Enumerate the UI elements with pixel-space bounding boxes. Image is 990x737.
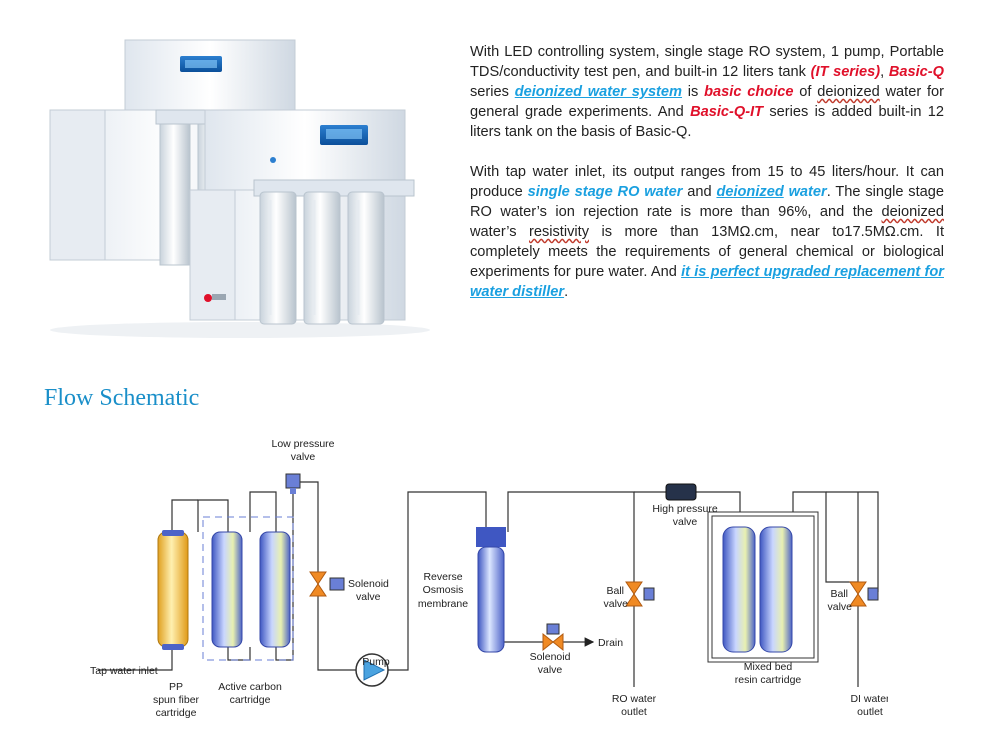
active-carbon-cartridge-2 (259, 531, 291, 648)
pp-cartridge (157, 530, 189, 650)
keyword-deionized-system: deionized water system (514, 84, 683, 100)
label-low-pressure: Low pressure (271, 438, 334, 450)
keyword-basic-q: Basic-Q (888, 64, 945, 80)
pump-icon (355, 653, 389, 687)
front-unit (189, 109, 415, 325)
keyword-it-series: (IT series) (810, 64, 881, 80)
ball-valve-2 (849, 581, 879, 607)
svg-text:outlet: outlet (857, 706, 883, 718)
svg-text:membrane: membrane (418, 598, 468, 610)
keyword-basic-q-it: Basic-Q-IT (690, 104, 764, 120)
svg-text:spun fiber: spun fiber (153, 694, 200, 706)
description-paragraph-1: With LED controlling system, single stag… (470, 44, 945, 140)
svg-text:outlet: outlet (621, 706, 647, 718)
label-ro: Reverse (423, 571, 462, 583)
solenoid-valve-2 (542, 623, 564, 652)
description-paragraph-2: With tap water inlet, its output ranges … (470, 164, 944, 300)
product-image (49, 39, 430, 338)
svg-text:valve: valve (291, 451, 316, 463)
svg-text:valve: valve (356, 591, 381, 603)
label-ball-1: Ball (606, 585, 624, 597)
schematic-labels: Low pressure valve Solenoid valve Revers… (90, 438, 888, 719)
svg-text:resin cartridge: resin cartridge (735, 674, 802, 686)
flow-schematic: Low pressure valve Solenoid valve Revers… (90, 438, 888, 719)
ball-valve-1 (625, 581, 655, 607)
svg-text:valve: valve (538, 664, 563, 676)
keyword-basic-choice: basic choice (704, 84, 794, 100)
label-ball-2: Ball (830, 588, 848, 600)
solenoid-valve-1 (309, 571, 345, 597)
label-high-pressure: High pressure (652, 503, 718, 515)
label-solenoid-1: Solenoid (348, 578, 389, 590)
label-tap: Tap water inlet (90, 665, 158, 677)
keyword-deionized: deionized (716, 184, 784, 200)
label-pp: PP (169, 681, 183, 693)
active-carbon-group (202, 516, 294, 661)
label-solenoid-2: Solenoid (530, 651, 571, 663)
keyword-replacement: it is perfect upgraded replacement for w… (470, 264, 944, 300)
svg-text:cartridge: cartridge (156, 707, 197, 719)
svg-text:valve: valve (827, 601, 852, 613)
label-pump: Pump (362, 656, 390, 668)
svg-text:valve: valve (603, 598, 628, 610)
label-mixed-bed: Mixed bed (744, 661, 793, 673)
label-di-outlet: DI water (850, 693, 888, 705)
svg-text:cartridge: cartridge (230, 694, 271, 706)
label-drain: Drain (598, 637, 623, 649)
ro-membrane (476, 527, 506, 653)
label-active-carbon: Active carbon (218, 681, 282, 693)
svg-text:valve: valve (673, 516, 698, 528)
description: With LED controlling system, single stag… (470, 42, 944, 322)
flow-schematic-title: Flow Schematic (44, 385, 200, 411)
mixed-bed-resin-cartridge (707, 511, 819, 663)
high-pressure-valve (665, 483, 697, 501)
svg-text:Osmosis: Osmosis (423, 584, 464, 596)
label-ro-outlet: RO water (612, 693, 657, 705)
active-carbon-cartridge-1 (211, 531, 243, 648)
low-pressure-valve (285, 473, 301, 494)
keyword-ro-water: single stage RO water (527, 184, 683, 200)
